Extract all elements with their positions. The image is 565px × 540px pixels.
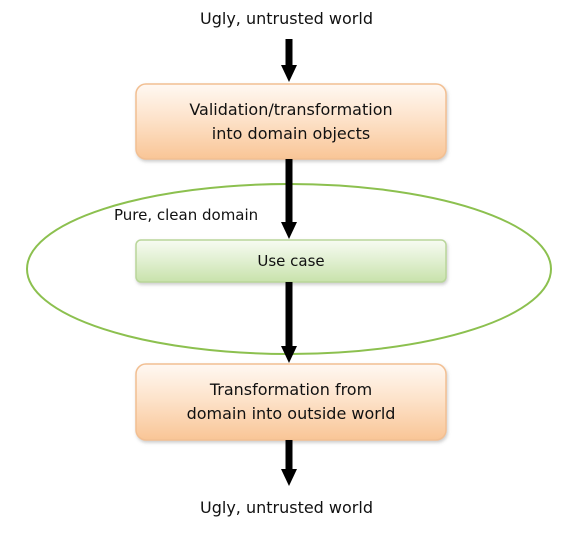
outside-transformation-text: Transformation from domain into outside … — [186, 380, 396, 423]
domain-label: Pure, clean domain — [114, 206, 259, 224]
use-case-text: Use case — [257, 252, 325, 270]
validation-transformation-box: Validation/transformation into domain ob… — [136, 84, 446, 159]
validation-transformation-text: Validation/transformation into domain ob… — [189, 99, 393, 143]
outside-transformation-box: Transformation from domain into outside … — [136, 364, 446, 440]
arrow-to-use-case — [281, 159, 297, 239]
arrow-bottom — [281, 440, 297, 486]
arrow-top — [281, 39, 297, 82]
use-case-box: Use case — [136, 240, 446, 282]
top-world-label: Ugly, untrusted world — [200, 9, 373, 28]
bottom-world-label: Ugly, untrusted world — [200, 498, 373, 517]
arrow-from-use-case — [281, 282, 297, 363]
